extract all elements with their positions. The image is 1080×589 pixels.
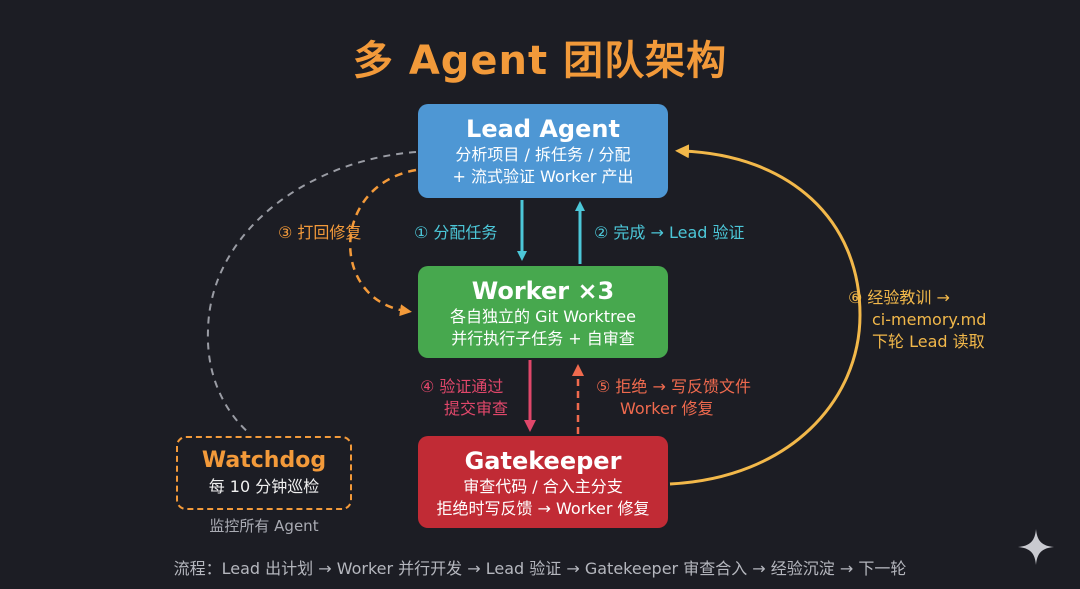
edge-label-send-back: ③ 打回修复 xyxy=(278,223,362,242)
worker-title: Worker ×3 xyxy=(471,277,615,305)
arrow-lessons-learned xyxy=(669,144,862,486)
gatekeeper-title: Gatekeeper xyxy=(464,447,622,475)
worker-node: Worker ×3 各自独立的 Git Worktree 并行执行子任务 + 自… xyxy=(418,266,668,358)
edge-label-lessons-line-1: ⑥ 经验教训 → xyxy=(848,288,950,307)
watchdog-note: 监控所有 Agent xyxy=(209,517,319,535)
lead-agent-line-2: + 流式验证 Worker 产出 xyxy=(452,167,634,186)
gatekeeper-line-1: 审查代码 / 合入主分支 xyxy=(463,477,623,496)
edge-label-complete: ② 完成 → Lead 验证 xyxy=(594,223,745,242)
watchdog-monitor-line xyxy=(206,151,417,435)
lead-agent-title: Lead Agent xyxy=(466,115,620,143)
worker-line-1: 各自独立的 Git Worktree xyxy=(450,307,636,326)
worker-line-2: 并行执行子任务 + 自审查 xyxy=(451,329,635,348)
gatekeeper-node: Gatekeeper 审查代码 / 合入主分支 拒绝时写反馈 → Worker … xyxy=(418,436,668,528)
diagram-title: 多 Agent 团队架构 xyxy=(352,38,728,84)
edge-label-lessons: ⑥ 经验教训 → ci-memory.md 下轮 Lead 读取 xyxy=(848,287,986,353)
arrow-send-back-fix xyxy=(348,168,417,317)
edge-label-reject-line-2: Worker 修复 xyxy=(620,399,714,418)
edge-label-reject: ⑤ 拒绝 → 写反馈文件 Worker 修复 xyxy=(596,376,751,420)
watchdog-node: Watchdog 每 10 分钟巡检 xyxy=(176,436,352,510)
edge-label-assign: ① 分配任务 xyxy=(414,223,498,242)
flow-footer: 流程：Lead 出计划 → Worker 并行开发 → Lead 验证 → Ga… xyxy=(173,559,907,578)
lead-agent-node: Lead Agent 分析项目 / 拆任务 / 分配 + 流式验证 Worker… xyxy=(418,104,668,198)
edge-label-lessons-line-3: 下轮 Lead 读取 xyxy=(872,332,985,351)
watchdog-line-1: 每 10 分钟巡检 xyxy=(208,477,320,496)
lead-agent-line-1: 分析项目 / 拆任务 / 分配 xyxy=(455,145,631,164)
watchdog-title: Watchdog xyxy=(201,448,327,473)
gatekeeper-line-2: 拒绝时写反馈 → Worker 修复 xyxy=(436,499,650,518)
edge-label-reject-line-1: ⑤ 拒绝 → 写反馈文件 xyxy=(596,377,752,396)
sparkle-icon xyxy=(1018,529,1054,565)
edge-label-lessons-line-2: ci-memory.md xyxy=(872,310,987,329)
edge-label-submit-line-1: ④ 验证通过 xyxy=(420,377,504,396)
edge-label-submit-line-2: 提交审查 xyxy=(444,399,509,418)
edge-label-submit-review: ④ 验证通过 提交审查 xyxy=(420,376,508,420)
